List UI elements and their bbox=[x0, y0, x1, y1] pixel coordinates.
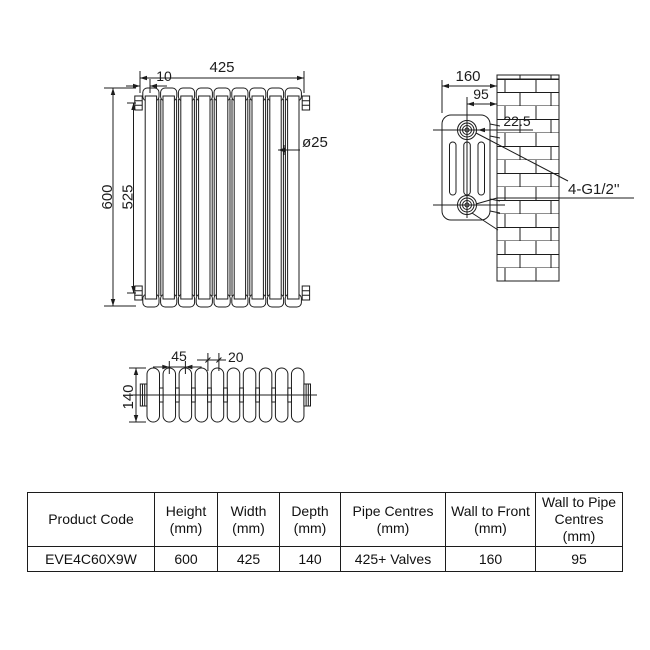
col-header-product-code: Product Code bbox=[27, 492, 155, 547]
side-view: 160 95 22.5 4-G1/2'' bbox=[433, 68, 634, 282]
front-column bbox=[287, 95, 300, 300]
tappings-leader-lines bbox=[475, 132, 634, 205]
end-plug bbox=[301, 95, 311, 111]
col-header-depth: Depth (mm) bbox=[279, 492, 341, 547]
radiator-front-body bbox=[134, 87, 311, 308]
dim-45-label: 45 bbox=[171, 348, 187, 364]
end-plug-thread-lines bbox=[302, 100, 310, 106]
front-column bbox=[269, 95, 282, 300]
col-header-width: Width (mm) bbox=[217, 492, 280, 547]
back-column-gap-lines bbox=[193, 99, 197, 296]
front-column bbox=[251, 95, 264, 300]
cell-product-code: EVE4C60X9W bbox=[27, 546, 155, 572]
dim-95-label: 95 bbox=[473, 86, 489, 102]
dim-600-extension-lines bbox=[104, 87, 136, 307]
dia-25-label: ø25 bbox=[302, 134, 328, 151]
back-column-gap-lines bbox=[211, 99, 215, 296]
dim-425-label: 425 bbox=[209, 59, 234, 76]
front-column bbox=[215, 95, 229, 300]
col-header-pipe-centres: Pipe Centres (mm) bbox=[340, 492, 446, 547]
spec-table-data-row: EVE4C60X9W 600 425 140 425+ Valves 160 9… bbox=[27, 546, 623, 572]
technical-drawing: 425 10 600 525 ø25 bbox=[99, 59, 634, 423]
dim-22-5-label: 22.5 bbox=[503, 113, 530, 129]
dim-10-label: 10 bbox=[156, 68, 172, 84]
dim-525-label: 525 bbox=[120, 184, 137, 209]
spec-table-header-row: Product Code Height (mm) Width (mm) Dept… bbox=[27, 492, 623, 547]
end-plug-thread-lines bbox=[302, 290, 310, 296]
front-view: 425 10 600 525 ø25 bbox=[99, 59, 328, 308]
cell-height: 600 bbox=[154, 546, 218, 572]
cell-depth: 140 bbox=[279, 546, 341, 572]
front-column bbox=[144, 95, 158, 300]
dim-160-label: 160 bbox=[455, 68, 480, 85]
back-column-gap-lines bbox=[176, 99, 180, 296]
cell-wall-to-front: 160 bbox=[445, 546, 536, 572]
brick-wall-border bbox=[496, 74, 560, 282]
cell-width: 425 bbox=[217, 546, 280, 572]
tappings-label: 4-G1/2'' bbox=[568, 181, 620, 198]
dim-20-lines bbox=[197, 353, 226, 371]
back-column-gap-lines bbox=[247, 99, 251, 296]
dim-425-extension-lines bbox=[139, 71, 305, 93]
col-header-wall-to-pipe-centres: Wall to Pipe Centres (mm) bbox=[535, 492, 623, 547]
cell-pipe-centres: 425+ Valves bbox=[340, 546, 446, 572]
back-column-gap-lines bbox=[229, 99, 233, 296]
dim-20-label: 20 bbox=[228, 349, 244, 365]
side-column-slot bbox=[449, 141, 457, 196]
top-view: 140 45 20 bbox=[120, 348, 317, 423]
front-column bbox=[162, 95, 175, 300]
side-column-slot bbox=[477, 141, 485, 196]
cell-wall-to-pipe-centres: 95 bbox=[535, 546, 623, 572]
spec-table: Product Code Height (mm) Width (mm) Dept… bbox=[27, 492, 623, 572]
back-column-gap-lines bbox=[158, 99, 162, 296]
col-header-wall-to-front: Wall to Front (mm) bbox=[445, 492, 536, 547]
brick-wall bbox=[496, 74, 560, 282]
back-column-gap-lines bbox=[265, 99, 269, 296]
front-column bbox=[233, 95, 247, 300]
front-column bbox=[198, 95, 211, 300]
dim-140-label: 140 bbox=[120, 384, 137, 409]
end-plug-thread-lines bbox=[134, 290, 143, 296]
wall-bracket-lines bbox=[471, 123, 501, 231]
back-column-gap-lines bbox=[282, 99, 286, 296]
front-column bbox=[180, 95, 193, 300]
end-plug-thread-lines bbox=[134, 100, 143, 106]
end-plug bbox=[301, 285, 311, 301]
dim-600-label: 600 bbox=[99, 184, 116, 209]
col-header-height: Height (mm) bbox=[154, 492, 218, 547]
